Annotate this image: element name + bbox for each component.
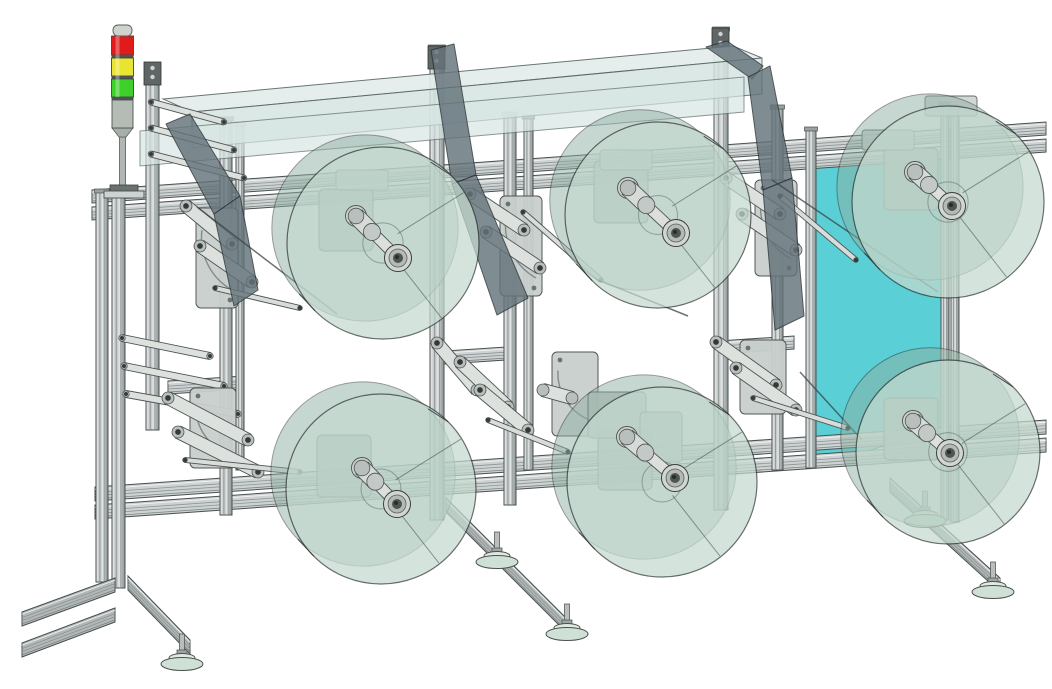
spindle-flange xyxy=(383,490,411,518)
film-web xyxy=(705,40,764,80)
guide-roller xyxy=(161,391,255,447)
roll-winding-seam xyxy=(962,151,1029,194)
spindle-flange xyxy=(384,244,412,272)
roll-winding-seam xyxy=(957,464,1005,525)
tower-light-yellow xyxy=(111,57,134,77)
roll-edge-seam xyxy=(575,263,593,282)
roll-core xyxy=(362,222,404,264)
base-beam xyxy=(21,577,116,627)
tower-pole xyxy=(119,136,126,187)
roll-winding-seam xyxy=(958,215,1007,278)
roll-edge-seam xyxy=(995,120,1017,135)
roll-edge-seam xyxy=(297,538,315,557)
film-roll xyxy=(836,93,1045,299)
guide-roller-bar xyxy=(118,334,214,360)
roll-core xyxy=(928,432,968,472)
spindle-flange xyxy=(661,464,689,492)
leveling-foot xyxy=(160,633,204,671)
guide-roller-bar xyxy=(147,98,228,126)
roll-edge-seam xyxy=(863,252,881,271)
film-roll xyxy=(840,347,1041,545)
signal-tower-layer xyxy=(103,24,145,199)
spindle-flange xyxy=(662,219,690,247)
roll-edge-seam xyxy=(578,531,596,550)
spindle-flange xyxy=(936,439,964,467)
tower-ring xyxy=(111,55,134,58)
guide-roller-bar xyxy=(120,362,228,390)
roll-edge-seam xyxy=(298,293,316,312)
roll-winding-seam xyxy=(397,192,464,235)
tower-ring xyxy=(111,76,134,79)
roll-edge-seam xyxy=(992,373,1014,388)
film-roll xyxy=(270,381,477,585)
roll-core xyxy=(360,468,402,510)
roll-edge-seam xyxy=(866,499,884,518)
guide-roller xyxy=(473,383,535,437)
roll-edge-seam xyxy=(703,135,725,150)
film-web xyxy=(762,177,805,331)
empty-chuck xyxy=(536,383,579,405)
tower-light-red xyxy=(111,35,134,56)
tower-highlight xyxy=(115,36,120,97)
roll-winding-seam xyxy=(672,495,721,557)
roll-winding-seam xyxy=(676,431,743,474)
leveling-foot xyxy=(475,531,519,569)
roll-core xyxy=(927,181,969,223)
film-roll xyxy=(271,134,480,340)
tower-body xyxy=(111,99,134,129)
tower-ring xyxy=(111,97,134,100)
leveling-foot xyxy=(545,603,589,641)
roll-winding-seam xyxy=(671,165,737,207)
leveling-foot xyxy=(971,561,1015,599)
tower-base-plate xyxy=(103,190,145,199)
signal-tower xyxy=(103,24,145,199)
glass-bracket xyxy=(143,61,162,86)
roll-winding-seam xyxy=(395,438,462,481)
spindle-flange xyxy=(938,192,966,220)
tower-light-green xyxy=(111,78,134,98)
roll-edge-seam xyxy=(430,161,452,176)
tower-cap xyxy=(112,24,133,37)
roll-winding-seam xyxy=(961,403,1026,444)
base-beam xyxy=(21,607,116,658)
film-web-layer xyxy=(165,40,939,441)
roll-edge-seam xyxy=(427,408,449,423)
film-roll xyxy=(549,109,752,309)
film-web xyxy=(213,195,259,307)
roll-edge-seam xyxy=(708,401,730,416)
vertical-post xyxy=(110,184,127,589)
roll-core xyxy=(637,194,679,236)
film-roll xyxy=(551,374,758,578)
vertical-post xyxy=(94,188,110,583)
film-rolls-layer xyxy=(270,93,1045,585)
vertical-post xyxy=(804,126,818,469)
